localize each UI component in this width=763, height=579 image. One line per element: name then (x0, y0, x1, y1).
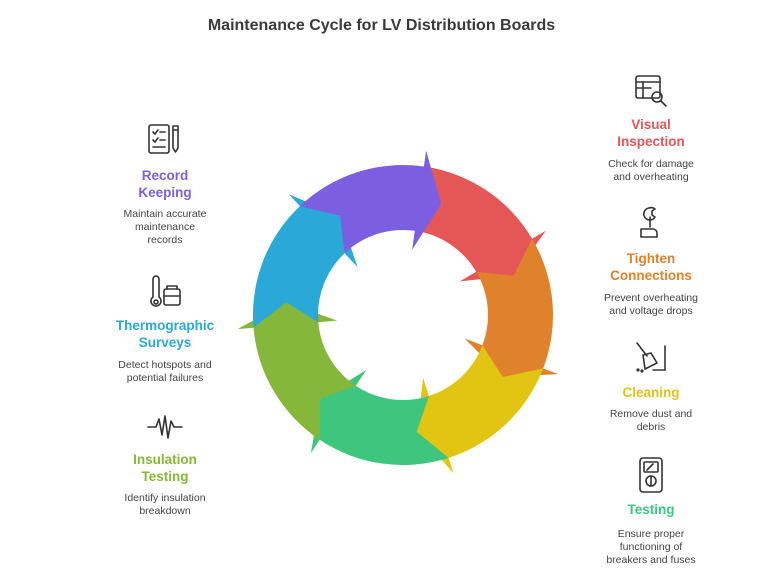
step-label-line: Cleaning (622, 385, 680, 400)
step-label-record-keeping: Record Keeping (85, 167, 245, 201)
step-label-line: Keeping (138, 185, 192, 200)
arrow-segment-insulation-testing (237, 302, 356, 440)
step-desc-insulation-testing: Identify insulation breakdown (85, 492, 245, 518)
arrow-segment-tighten-connections (464, 238, 559, 377)
desc-line: Prevent overheating (604, 292, 698, 304)
step-label-line: Thermographic (115, 318, 215, 333)
step-label-visual-inspection: Visual Inspection (571, 116, 731, 150)
desc-line: Detect hotspots and (118, 359, 212, 371)
step-label-line: Insulation (133, 452, 197, 467)
step-label-cleaning: Cleaning (571, 384, 731, 401)
step-label-line: Surveys (138, 335, 192, 350)
desc-line: breakdown (139, 505, 191, 517)
thermometer-camera-icon (145, 273, 185, 313)
arrow-segment-record-keeping (299, 150, 442, 254)
arrow-segment-thermographic-surveys (252, 194, 358, 328)
desc-line: maintenance (134, 221, 196, 233)
step-label-thermographic-surveys: Thermographic Surveys (85, 317, 245, 351)
step-label-testing: Testing (571, 501, 731, 518)
desc-line: and voltage drops (609, 305, 693, 317)
desc-line: and overheating (613, 171, 689, 183)
step-label-insulation-testing: Insulation Testing (85, 451, 245, 485)
table-magnifier-icon (631, 71, 671, 111)
arrow-segment-visual-inspection (414, 166, 546, 282)
step-label-line: Visual (631, 117, 671, 132)
arrow-segment-testing (310, 369, 449, 466)
desc-line: potential failures (126, 372, 204, 384)
step-desc-record-keeping: Maintain accurate maintenance records (85, 208, 245, 247)
desc-line: Identify insulation (124, 492, 206, 504)
step-label-line: Tighten (626, 251, 676, 266)
waveform-icon (145, 407, 185, 447)
desc-line: Remove dust and (609, 408, 693, 420)
checklist-pen-icon (145, 120, 185, 160)
step-label-tighten-connections: Tighten Connections (571, 250, 731, 284)
step-label-line: Inspection (617, 134, 685, 149)
step-desc-thermographic-surveys: Detect hotspots and potential failures (85, 359, 245, 385)
desc-line: functioning of (619, 541, 683, 553)
step-desc-cleaning: Remove dust and debris (571, 408, 731, 434)
step-desc-visual-inspection: Check for damage and overheating (571, 158, 731, 184)
step-desc-tighten-connections: Prevent overheating and voltage drops (571, 292, 731, 318)
step-label-line: Testing (141, 469, 189, 484)
desc-line: Ensure proper (617, 528, 685, 540)
step-desc-testing: Ensure proper functioning of breakers an… (571, 528, 731, 567)
step-label-line: Testing (627, 502, 675, 517)
desc-line: breakers and fuses (606, 554, 696, 566)
step-label-line: Record (141, 168, 189, 183)
multimeter-icon (631, 455, 671, 495)
diagram-title: Maintenance Cycle for LV Distribution Bo… (207, 17, 556, 34)
wrench-hand-icon (631, 203, 671, 243)
arrow-segment-cleaning (416, 345, 544, 474)
step-label-line: Connections (610, 268, 692, 283)
desc-line: records (147, 234, 183, 246)
desc-line: Check for damage (608, 158, 694, 170)
broom-icon (631, 338, 671, 378)
desc-line: debris (636, 421, 666, 433)
desc-line: Maintain accurate (123, 208, 207, 220)
